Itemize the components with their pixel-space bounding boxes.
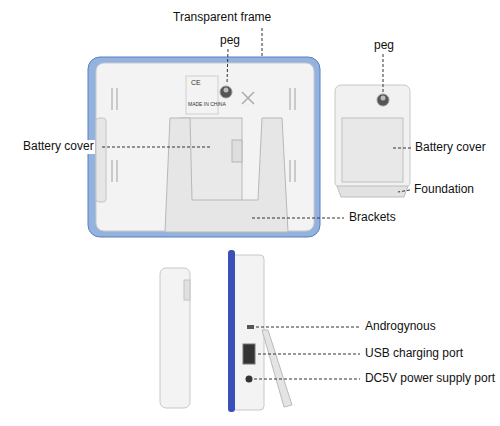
bracket	[165, 118, 288, 232]
side-peg	[377, 94, 389, 106]
cover-latch	[232, 140, 242, 162]
side-bulge	[96, 118, 106, 202]
frame-edge	[228, 250, 235, 412]
part-label: Battery cover	[22, 140, 95, 154]
peg-head	[224, 88, 229, 93]
part-label: Battery cover	[414, 141, 487, 155]
side-device	[335, 85, 410, 188]
bracket-leg	[262, 330, 292, 407]
part-label: DC5V power supply port	[364, 372, 496, 386]
transparent-frame	[88, 57, 320, 237]
foundation	[337, 186, 408, 197]
part-label: Foundation	[413, 183, 475, 197]
side-peg-head	[381, 96, 386, 101]
x-mark	[242, 92, 254, 104]
side-view-left	[160, 268, 190, 408]
part-label: Androgynous	[364, 320, 437, 334]
part-label: Transparent frame	[172, 11, 272, 25]
part-label: USB charging port	[364, 347, 464, 361]
part-label: peg	[373, 39, 395, 53]
part-label: Brackets	[348, 211, 397, 225]
side-view-right	[232, 255, 264, 410]
mark-text: MADE IN CHINA	[187, 102, 227, 108]
device-back	[96, 63, 314, 231]
usb-port	[243, 344, 255, 364]
androgynous-port	[247, 325, 254, 329]
dc-port	[246, 376, 253, 383]
side-notch	[184, 280, 190, 300]
side-battery-cover	[342, 118, 403, 182]
mark-text: CE	[190, 79, 202, 87]
label-plate	[186, 76, 218, 114]
peg-hole	[220, 86, 232, 98]
part-label: peg	[219, 34, 241, 48]
